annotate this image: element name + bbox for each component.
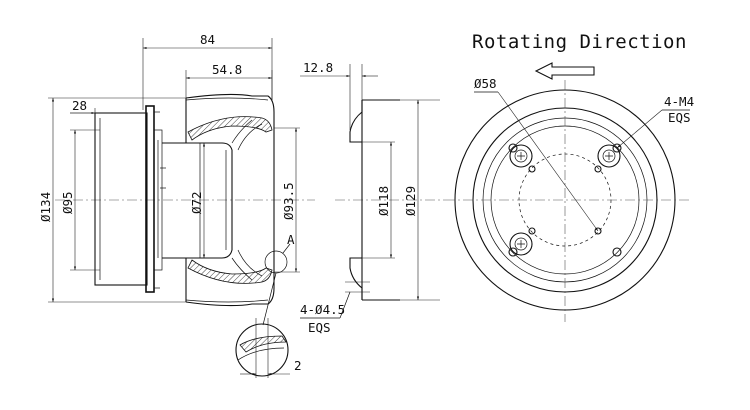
- dim-134-label: Ø134: [38, 192, 53, 222]
- screw-holes-note: EQS: [668, 110, 691, 125]
- detail-a-marker: [264, 250, 288, 274]
- impeller-outline-bottom: [185, 200, 275, 307]
- dim-12-8-label: 12.8: [303, 60, 333, 75]
- detail-dim-label: 2: [294, 358, 302, 373]
- front-view: Rotating Direction: [445, 31, 694, 322]
- dim-129-label: Ø129: [403, 186, 418, 216]
- backplate-upper: [187, 116, 273, 141]
- impeller-outline-top: [185, 93, 275, 200]
- dim-93-5-label: Ø93.5: [281, 182, 296, 220]
- dim-58-leader: [497, 91, 599, 232]
- detail-a-label: A: [287, 232, 295, 247]
- rear-hub: [94, 112, 148, 286]
- dim-72-label: Ø72: [189, 191, 204, 214]
- dim-118-label: Ø118: [376, 186, 391, 216]
- mount-holes-label: 4-Ø4.5: [300, 302, 345, 317]
- rotation-arrow-icon: [534, 62, 595, 80]
- rotating-direction-title: Rotating Direction: [472, 31, 687, 53]
- mounting-bosses: [509, 144, 621, 256]
- screw-holes: [508, 143, 622, 257]
- dim-95-label: Ø95: [60, 191, 75, 214]
- motor-body: [162, 142, 233, 259]
- screw-holes-label: 4-M4: [664, 94, 694, 109]
- dim-m4-leader: [616, 109, 663, 149]
- detail-a-view: 2: [235, 318, 302, 378]
- inlet-ring-view: 12.8 Ø118 Ø129 4-Ø4.5 EQS: [300, 60, 445, 335]
- dim-28-label: 28: [72, 98, 87, 113]
- mount-holes-note: EQS: [308, 320, 331, 335]
- detail-circle: [235, 323, 289, 377]
- dim-84-label: 84: [200, 32, 215, 47]
- side-view: A 84 54.8 28 Ø134 Ø95 Ø72: [38, 32, 315, 326]
- bolt-circle-holes: [528, 165, 602, 235]
- dim-54-8-label: 54.8: [212, 62, 242, 77]
- backplate-lower: [187, 259, 273, 284]
- bolt-circle-label: Ø58: [474, 76, 497, 91]
